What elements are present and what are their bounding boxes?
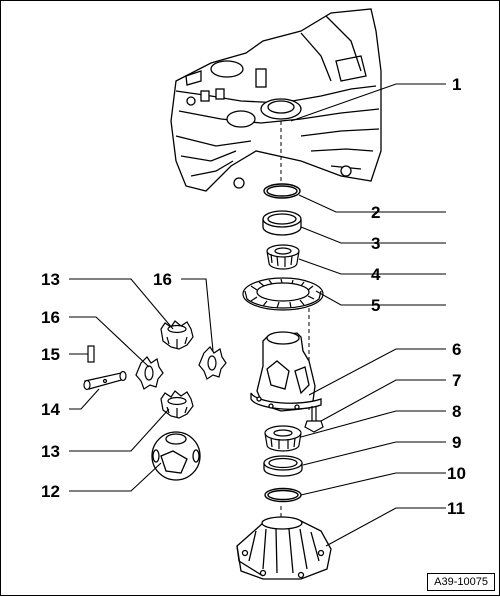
callout-6: 6 xyxy=(452,340,461,359)
callout-10: 10 xyxy=(447,464,466,483)
side-gear-upper-part xyxy=(160,320,194,350)
taper-roller-bearing-lower-part xyxy=(264,425,302,452)
taper-roller-bearing-part xyxy=(266,244,300,270)
callout-9: 9 xyxy=(452,433,461,452)
side-gear-lower-part xyxy=(160,390,194,419)
bolt-part xyxy=(304,406,324,433)
callout-12: 12 xyxy=(41,482,60,501)
planet-gear-left-part xyxy=(135,356,164,390)
figure-reference-label: A39-10075 xyxy=(427,573,495,591)
bearing-outer-race-lower-part xyxy=(263,455,303,477)
callout-1: 1 xyxy=(452,75,461,94)
shim-ring-lower-part xyxy=(264,487,302,503)
callout-11: 11 xyxy=(447,499,465,518)
housing-part xyxy=(170,8,382,192)
ball-housing-part xyxy=(151,431,201,481)
callout-2: 2 xyxy=(371,203,380,222)
pin-part xyxy=(87,345,95,363)
callout-3: 3 xyxy=(371,234,380,253)
bearing-outer-race-part xyxy=(262,210,302,236)
callout-16-left: 16 xyxy=(41,308,60,327)
leader-lines xyxy=(69,83,446,547)
shim-ring-part xyxy=(263,183,301,199)
callout-15: 15 xyxy=(41,345,60,364)
callout-8: 8 xyxy=(452,402,461,421)
callout-16-right: 16 xyxy=(153,270,172,289)
planet-gear-right-part xyxy=(198,346,227,380)
callout-4: 4 xyxy=(371,265,381,284)
callout-13-lower: 13 xyxy=(41,442,60,461)
cover-part xyxy=(236,516,332,580)
callout-14: 14 xyxy=(41,400,60,419)
callout-13-upper: 13 xyxy=(41,270,60,289)
shaft-part xyxy=(83,370,127,391)
callout-5: 5 xyxy=(371,296,380,315)
crown-wheel-part xyxy=(242,277,324,311)
callouts: 1 2 3 4 5 6 7 8 9 10 11 12 13 13 14 15 1… xyxy=(41,75,466,518)
callout-7: 7 xyxy=(452,371,461,390)
differential-case-part xyxy=(250,331,322,412)
